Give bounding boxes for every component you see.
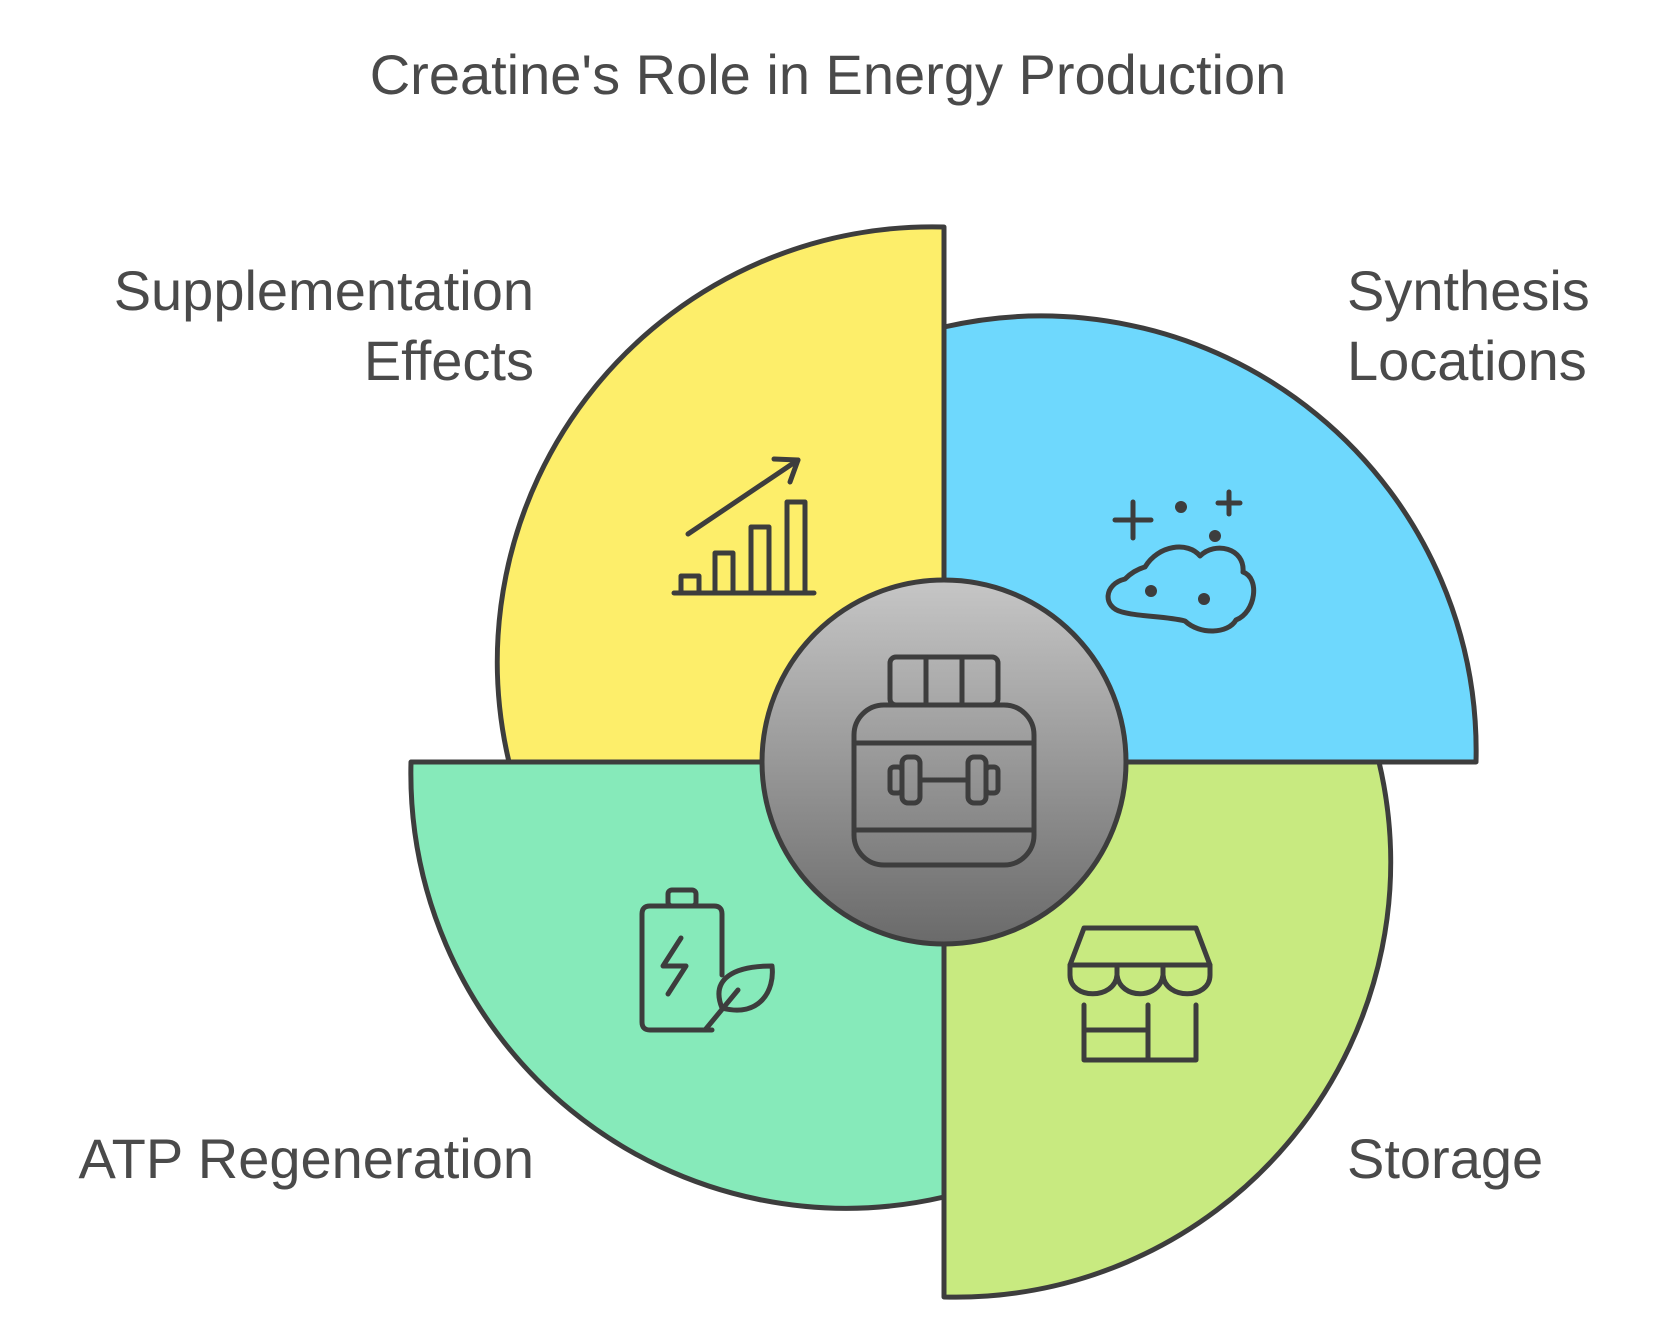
label-line: Locations — [1347, 329, 1587, 392]
diagram-title: Creatine's Role in Energy Production — [369, 43, 1287, 106]
label-line: Synthesis — [1347, 259, 1590, 322]
label-line: Supplementation — [113, 259, 534, 322]
label-line: ATP Regeneration — [78, 1127, 534, 1190]
bar-chart-up-arrow-icon — [671, 456, 817, 596]
label-supplementation-effects: Supplementation Effects — [40, 256, 534, 396]
center-circle — [759, 577, 1129, 947]
battery-leaf-icon — [639, 887, 775, 1033]
label-line: Storage — [1347, 1127, 1544, 1190]
label-atp-regeneration: ATP Regeneration — [20, 1124, 534, 1194]
storefront-icon — [1067, 925, 1213, 1063]
cell-sparkle-icon — [1105, 489, 1257, 634]
supplement-jar-dumbbell-icon — [851, 654, 1037, 868]
label-line: Effects — [363, 329, 534, 392]
label-storage: Storage — [1347, 1124, 1647, 1194]
label-synthesis-locations: Synthesis Locations — [1347, 256, 1647, 396]
